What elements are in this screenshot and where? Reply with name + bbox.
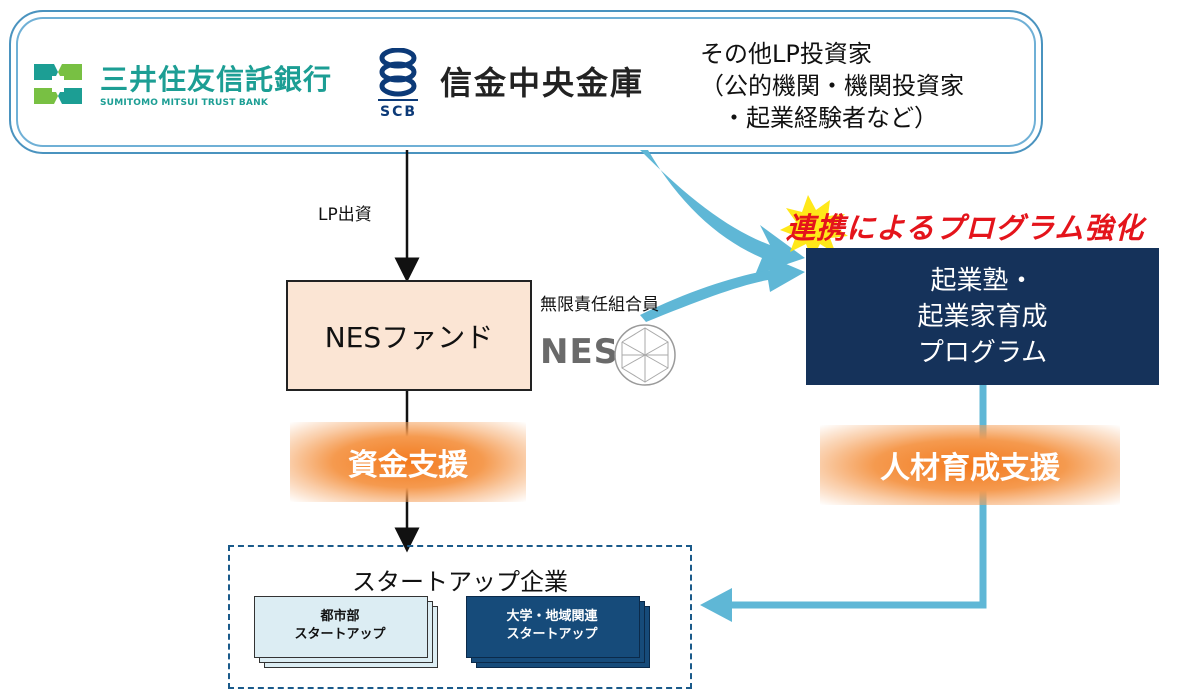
urban-startup-line2: スタートアップ <box>294 627 386 642</box>
program-highlight-text: 連携によるプログラム強化 <box>786 211 1145 245</box>
gp-program-arrow <box>640 255 805 322</box>
regional-startup-line1: 大学・地域関連 <box>506 609 598 624</box>
other-lp-line1: その他LP投資家 <box>700 40 872 68</box>
shinkin-name: 信金中央金庫 <box>440 64 645 102</box>
other-lp-text: その他LP投資家 （公的機関・機関投資家 ・起業経験者など） <box>700 38 964 134</box>
nes-fund-label: NESファンド <box>324 320 494 354</box>
urban-startup-line1: 都市部 <box>320 609 360 624</box>
regional-startup-line2: スタートアップ <box>506 627 598 642</box>
program-line2: 起業家育成 <box>917 301 1048 332</box>
talent-arrowhead <box>700 588 732 622</box>
burst-icon <box>780 195 848 260</box>
funding-support-badge: 資金支援 <box>290 422 526 502</box>
scb-mark-text: SCB <box>380 104 418 120</box>
investors-box <box>9 10 1043 154</box>
sumitomo-logo-icon <box>34 64 82 104</box>
other-lp-line3: ・起業経験者など） <box>722 104 938 132</box>
program-line1: 起業塾・ <box>930 265 1035 296</box>
sumitomo-subname: SUMITOMO MITSUI TRUST BANK <box>100 98 269 108</box>
program-box: 起業塾・ 起業家育成 プログラム <box>806 248 1159 385</box>
other-lp-line2: （公的機関・機関投資家 <box>700 72 964 100</box>
nes-globe-icon <box>614 324 676 386</box>
talent-support-badge: 人材育成支援 <box>820 425 1120 505</box>
program-line3: プログラム <box>917 337 1048 368</box>
startups-title: スタートアップ企業 <box>352 568 568 596</box>
sumitomo-name: 三井住友信託銀行 <box>100 63 333 96</box>
gp-label: 無限責任組合員 <box>540 295 659 315</box>
investor-program-arrow <box>640 150 805 275</box>
talent-support-label: 人材育成支援 <box>880 451 1060 486</box>
funding-support-label: 資金支援 <box>348 448 468 483</box>
scb-logo-icon <box>378 48 418 101</box>
nes-fund-box: NESファンド <box>286 280 532 391</box>
nes-logo-text: NES <box>540 332 620 372</box>
lp-label: LP出資 <box>318 205 372 225</box>
